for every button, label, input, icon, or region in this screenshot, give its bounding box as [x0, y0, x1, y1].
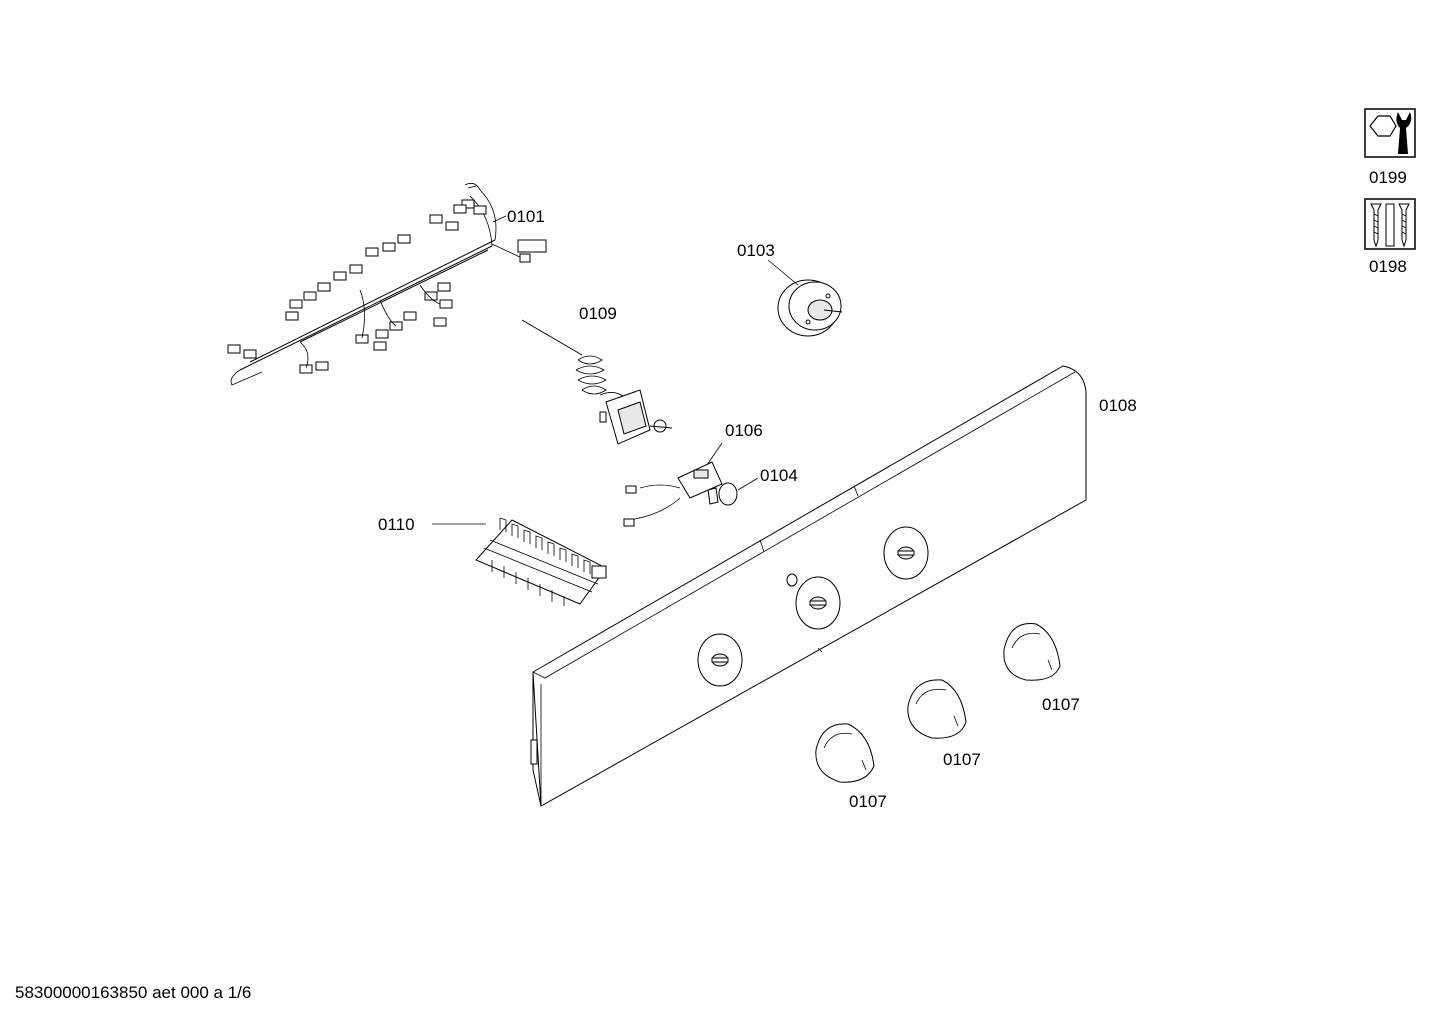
label-0109: 0109 [579, 304, 617, 323]
screws-icon [1364, 198, 1416, 250]
label-0106: 0106 [725, 421, 763, 440]
knob-left [815, 723, 875, 783]
label-0101: 0101 [507, 207, 545, 226]
wiring-harness [227, 182, 547, 386]
label-0107-right: 0107 [1042, 695, 1080, 714]
label-0107-left: 0107 [849, 792, 887, 811]
label-0108: 0108 [1099, 396, 1137, 415]
label-0198: 0198 [1369, 257, 1407, 276]
label-0107-middle: 0107 [943, 750, 981, 769]
control-panel [530, 365, 1087, 807]
terminal-block [475, 517, 607, 606]
label-0104: 0104 [760, 466, 798, 485]
switch-part [623, 461, 738, 527]
document-code: 58300000163850 aet 000 a 1/6 [15, 983, 251, 1002]
wrench-nut-icon [1364, 108, 1416, 158]
panel-holes [697, 526, 929, 687]
harness-connectors [227, 199, 487, 374]
terminal-pins [491, 517, 591, 606]
timer-part [777, 279, 843, 337]
label-0199: 0199 [1369, 168, 1407, 187]
label-0103: 0103 [737, 241, 775, 260]
label-0110: 0110 [378, 515, 415, 534]
thermostat-part [521, 319, 673, 445]
knob-right [1003, 623, 1061, 681]
knob-middle [907, 679, 967, 739]
